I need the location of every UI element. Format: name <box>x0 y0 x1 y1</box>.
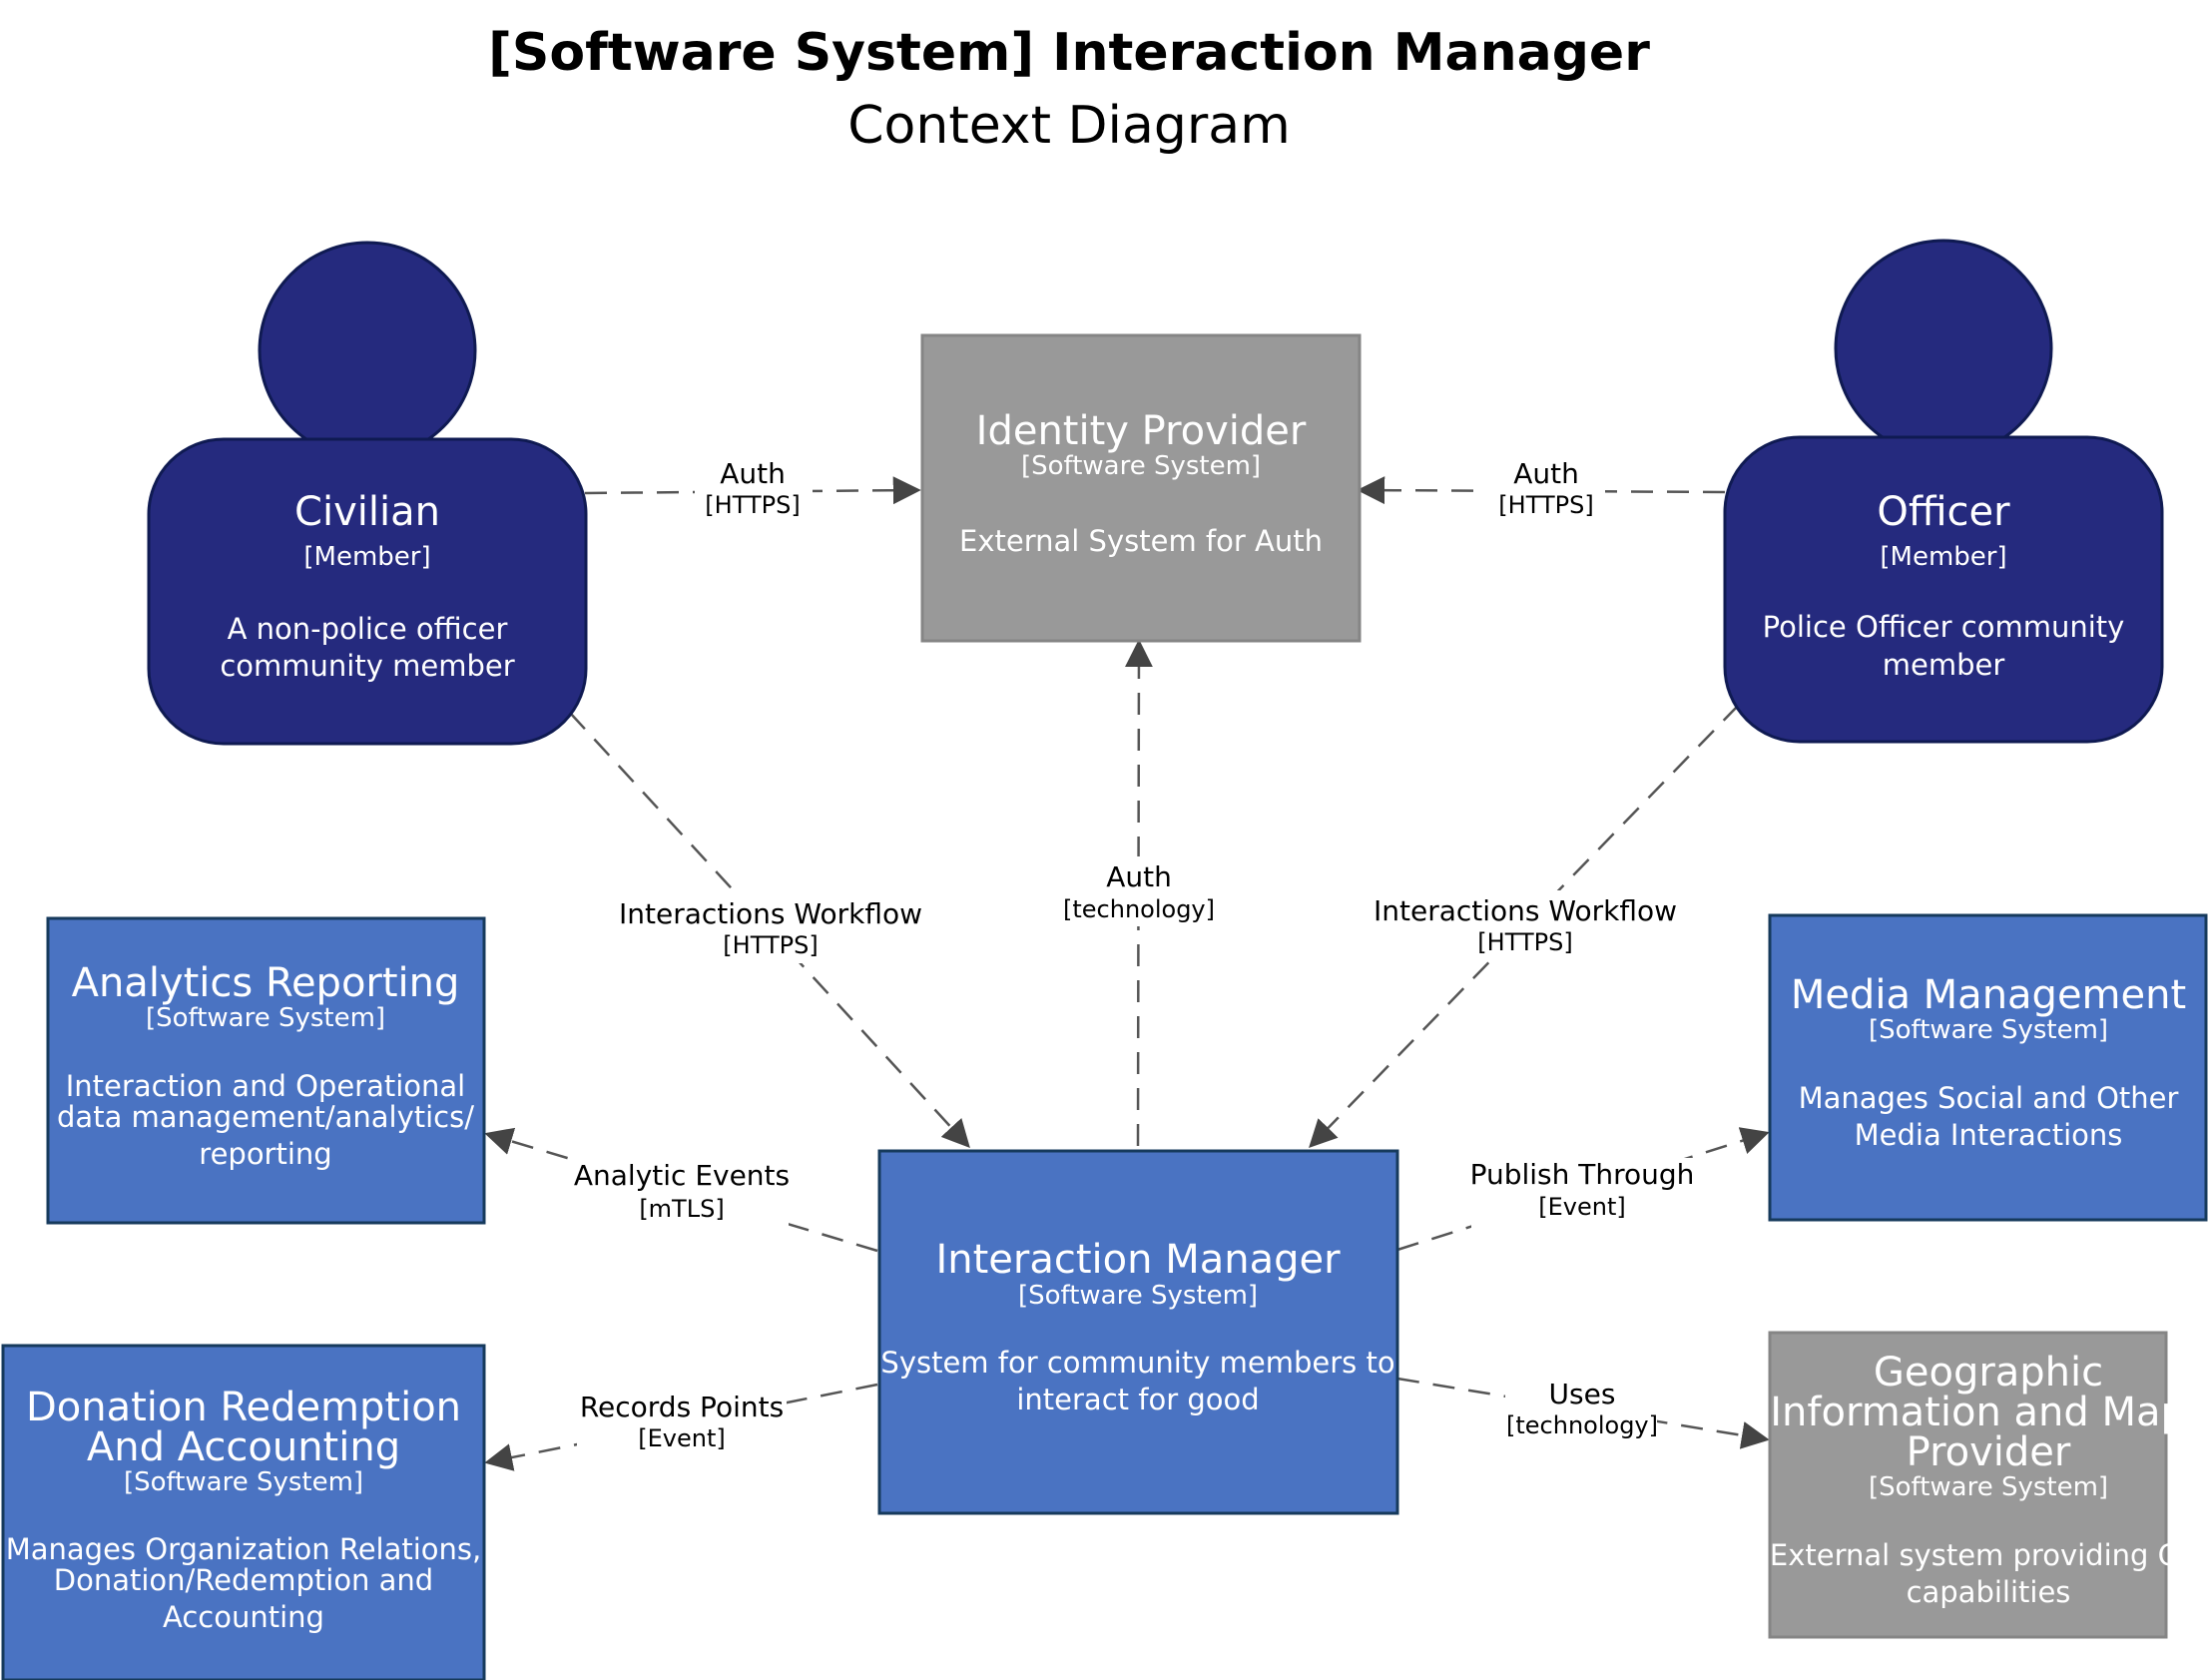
system-box <box>1768 913 2208 1222</box>
node-desc-line: reporting <box>199 1137 331 1171</box>
node-desc-line: member <box>1883 648 2005 682</box>
edge-label-text: Auth <box>720 457 786 490</box>
system-media-management[interactable]: Media Management [Software System] Manag… <box>1768 913 2208 1222</box>
node-desc-line: External System for Auth <box>959 524 1323 558</box>
node-name: Interaction Manager <box>935 1237 1341 1283</box>
edge-label-officer-auth: Auth [HTTPS] <box>1487 454 1605 520</box>
node-desc-line: data management/analytics/ <box>57 1100 474 1134</box>
edge-tech-text: [mTLS] <box>639 1195 724 1223</box>
edge-label-text: Interactions Workflow <box>619 897 922 930</box>
diagram-subtitle: Context Diagram <box>847 96 1291 156</box>
edge-label-text: Auth <box>1106 860 1172 893</box>
node-desc-line: Manages Organization Relations, <box>6 1532 482 1566</box>
node-type: [Software System] <box>1021 451 1261 481</box>
edge-label-uses: Uses [technology] <box>1505 1373 1658 1442</box>
node-desc-line: Police Officer community <box>1763 610 2125 644</box>
edge-tech-text: [HTTPS] <box>723 931 818 959</box>
node-name-line: Provider <box>1907 1429 2071 1475</box>
system-interaction-manager[interactable]: Interaction Manager [Software System] Sy… <box>877 1149 1399 1515</box>
person-head <box>1834 239 2053 458</box>
node-type: [Software System] <box>124 1467 363 1497</box>
system-box <box>1 1344 486 1680</box>
node-desc-line: interact for good <box>1016 1383 1259 1416</box>
node-type: [Software System] <box>146 1003 385 1033</box>
system-geographic-provider[interactable]: Geographic Information and Maps Provider… <box>1768 1331 2207 1639</box>
system-analytics-reporting[interactable]: Analytics Reporting [Software System] In… <box>46 916 486 1225</box>
edge-label-text: Interactions Workflow <box>1374 894 1677 927</box>
edge-tech-text: [HTTPS] <box>705 491 800 519</box>
edge-tech-text: [technology] <box>1063 895 1215 923</box>
node-name: Civilian <box>294 489 440 535</box>
edge-label-records-points: Records Points [Event] <box>577 1384 787 1453</box>
node-desc-line: Interaction and Operational <box>66 1069 465 1103</box>
edge-label-publish-through: Publish Through [Event] <box>1470 1158 1695 1228</box>
node-name-line: Information and Maps <box>1770 1390 2206 1435</box>
edge-label-im-auth: Auth [technology] <box>1058 856 1220 926</box>
edge-label-text: Uses <box>1549 1378 1616 1410</box>
node-name: Officer <box>1877 489 2010 535</box>
node-desc-line: System for community members to <box>880 1346 1394 1380</box>
person-civilian[interactable]: Civilian [Member] A non-police officer c… <box>147 241 588 746</box>
edge-label-officer-workflow: Interactions Workflow [HTTPS] <box>1374 890 1677 960</box>
node-name: Media Management <box>1791 972 2186 1018</box>
node-name-line: And Accounting <box>87 1424 400 1470</box>
system-donation-redemption[interactable]: Donation Redemption And Accounting [Soft… <box>1 1344 486 1680</box>
node-desc-line: External system providing GIS <box>1770 1538 2207 1572</box>
node-type: [Software System] <box>1018 1281 1258 1311</box>
person-body <box>147 437 588 746</box>
node-type: [Member] <box>1880 542 2006 572</box>
node-desc-line: Accounting <box>163 1600 324 1634</box>
node-name-line: Donation Redemption <box>26 1385 461 1430</box>
edge-tech-text: [Event] <box>1538 1193 1625 1221</box>
edge-label-analytic-events: Analytic Events [mTLS] <box>574 1159 790 1230</box>
system-box <box>46 916 486 1225</box>
edge-tech-text: [HTTPS] <box>1498 491 1593 519</box>
system-box <box>920 333 1362 643</box>
node-desc-line: capabilities <box>1907 1575 2071 1609</box>
edge-tech-text: [Event] <box>638 1424 725 1452</box>
node-desc-line: community member <box>220 649 514 683</box>
person-head <box>258 241 477 460</box>
edge-label-text: Publish Through <box>1470 1158 1695 1191</box>
edge-labels: Auth [HTTPS] Auth [HTTPS] Auth [technolo… <box>574 454 1695 1453</box>
system-box <box>1768 1331 2168 1639</box>
diagram-title: [Software System] Interaction Manager <box>488 23 1650 83</box>
edge-label-civilian-auth: Auth [HTTPS] <box>695 454 813 520</box>
node-type: [Software System] <box>1869 1015 2108 1045</box>
node-name: Identity Provider <box>976 408 1307 454</box>
node-desc-line: Donation/Redemption and <box>54 1563 433 1597</box>
edge-tech-text: [HTTPS] <box>1477 928 1572 956</box>
node-type: [Software System] <box>1869 1472 2108 1502</box>
edge-label-text: Records Points <box>580 1391 784 1423</box>
edge-tech-text: [technology] <box>1506 1411 1658 1439</box>
edge-label-text: Analytic Events <box>574 1159 790 1192</box>
system-identity-provider[interactable]: Identity Provider [Software System] Exte… <box>920 333 1362 643</box>
edge-label-text: Auth <box>1513 457 1579 490</box>
node-desc-line: Manages Social and Other <box>1799 1081 2179 1115</box>
node-desc-line: A non-police officer <box>228 612 508 646</box>
node-name: Analytics Reporting <box>72 960 460 1006</box>
node-desc-line: Media Interactions <box>1855 1118 2123 1152</box>
person-officer[interactable]: Officer [Member] Police Officer communit… <box>1723 239 2164 744</box>
person-body <box>1723 435 2164 744</box>
node-type: [Member] <box>303 542 430 572</box>
edge-analytic-events <box>484 1127 878 1253</box>
node-name-line: Geographic <box>1874 1350 2103 1396</box>
system-box <box>877 1149 1399 1515</box>
edge-civilian-auth <box>584 476 921 505</box>
edge-label-civilian-workflow: Interactions Workflow [HTTPS] <box>619 893 922 963</box>
